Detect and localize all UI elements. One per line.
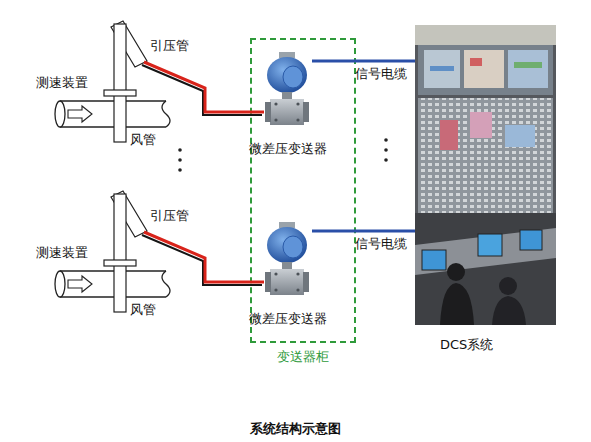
transmitter-neck <box>282 92 292 99</box>
probe-rod <box>114 24 126 142</box>
pipe-line-red <box>144 62 264 112</box>
signal-cable <box>312 231 415 232</box>
probe-node: 测速装置 <box>36 190 144 315</box>
node-label: 微差压变送器 <box>249 311 327 327</box>
duct-wall <box>60 126 166 127</box>
panel-display <box>440 120 458 150</box>
ellipsis-dot <box>384 158 388 162</box>
wall-screen <box>424 50 460 88</box>
node-label: 测速装置 <box>36 75 88 91</box>
desk-area <box>415 213 556 325</box>
node-label: 风管 <box>130 132 156 148</box>
duct-node: 风管 <box>52 266 170 316</box>
ellipsis-dot <box>384 138 388 142</box>
ellipsis-dot <box>178 168 182 172</box>
figure-caption: 系统结构示意图 <box>0 421 591 437</box>
photo-bg <box>415 25 556 325</box>
transmitter-head <box>267 57 307 93</box>
impulse-pipe <box>142 62 264 115</box>
pipe-line-red <box>144 232 264 282</box>
monitor <box>422 250 446 270</box>
ellipsis-dot <box>384 148 388 152</box>
bolt <box>296 118 299 121</box>
duct-break <box>162 101 170 127</box>
node-label: DCS系统 <box>440 337 493 353</box>
transmitter-node: 微差压变送器 <box>264 55 312 127</box>
console-desk <box>415 228 556 275</box>
node-label: 微差压变送器 <box>249 141 327 157</box>
dcs-node: DCS系统 <box>415 25 556 325</box>
pipe-line-black <box>142 65 262 115</box>
transmitter-face <box>283 66 303 88</box>
screen-detail <box>514 62 542 68</box>
monitor <box>520 230 542 250</box>
ellipsis-dot <box>178 158 182 162</box>
signal-cable <box>312 61 415 62</box>
screen-detail <box>430 66 454 71</box>
operator-body <box>492 296 526 325</box>
ceiling <box>415 25 556 45</box>
impulse-pipe <box>142 232 264 285</box>
cabinet-box: 变送器柜微差压变送器微差压变送器 <box>250 38 356 343</box>
bolt <box>296 102 299 105</box>
screen-detail <box>470 58 482 66</box>
panel-display <box>470 112 492 138</box>
edge-label: 引压管 <box>150 38 189 54</box>
wall-screen <box>464 50 504 88</box>
duct-wall <box>60 100 166 101</box>
cable-line <box>312 230 415 233</box>
dcs-photo <box>415 25 556 325</box>
bolt <box>274 118 277 121</box>
panel-display <box>505 125 535 147</box>
node-label: 风管 <box>130 302 156 318</box>
edge-label: 信号电缆 <box>355 66 407 82</box>
operator-body <box>440 283 474 325</box>
monitor <box>478 234 502 256</box>
transmitter-node: 微差压变送器 <box>264 225 312 297</box>
ellipsis-dot <box>178 148 182 152</box>
probe-node: 测速装置 <box>36 20 144 145</box>
control-panel <box>418 98 553 213</box>
node-label: 变送器柜 <box>277 349 329 365</box>
transmitter-flange <box>303 102 309 122</box>
wall-screen <box>508 50 548 88</box>
transmitter-body <box>270 99 304 125</box>
probe-flange <box>104 90 136 96</box>
display-wall <box>418 45 553 95</box>
bolt <box>274 102 277 105</box>
duct-node: 风管 <box>52 96 170 146</box>
flow-arrow <box>68 106 92 122</box>
operator-head <box>447 263 465 281</box>
duct-end <box>55 101 65 127</box>
edge-label: 信号电缆 <box>355 236 407 252</box>
pipe-line-black <box>142 235 262 285</box>
operator-head <box>499 277 517 295</box>
cable-line <box>312 60 415 63</box>
measuring-set-copy <box>55 191 309 312</box>
edge-label: 引压管 <box>150 208 189 224</box>
transmitter-flange <box>265 102 271 122</box>
node-label: 测速装置 <box>36 245 88 261</box>
